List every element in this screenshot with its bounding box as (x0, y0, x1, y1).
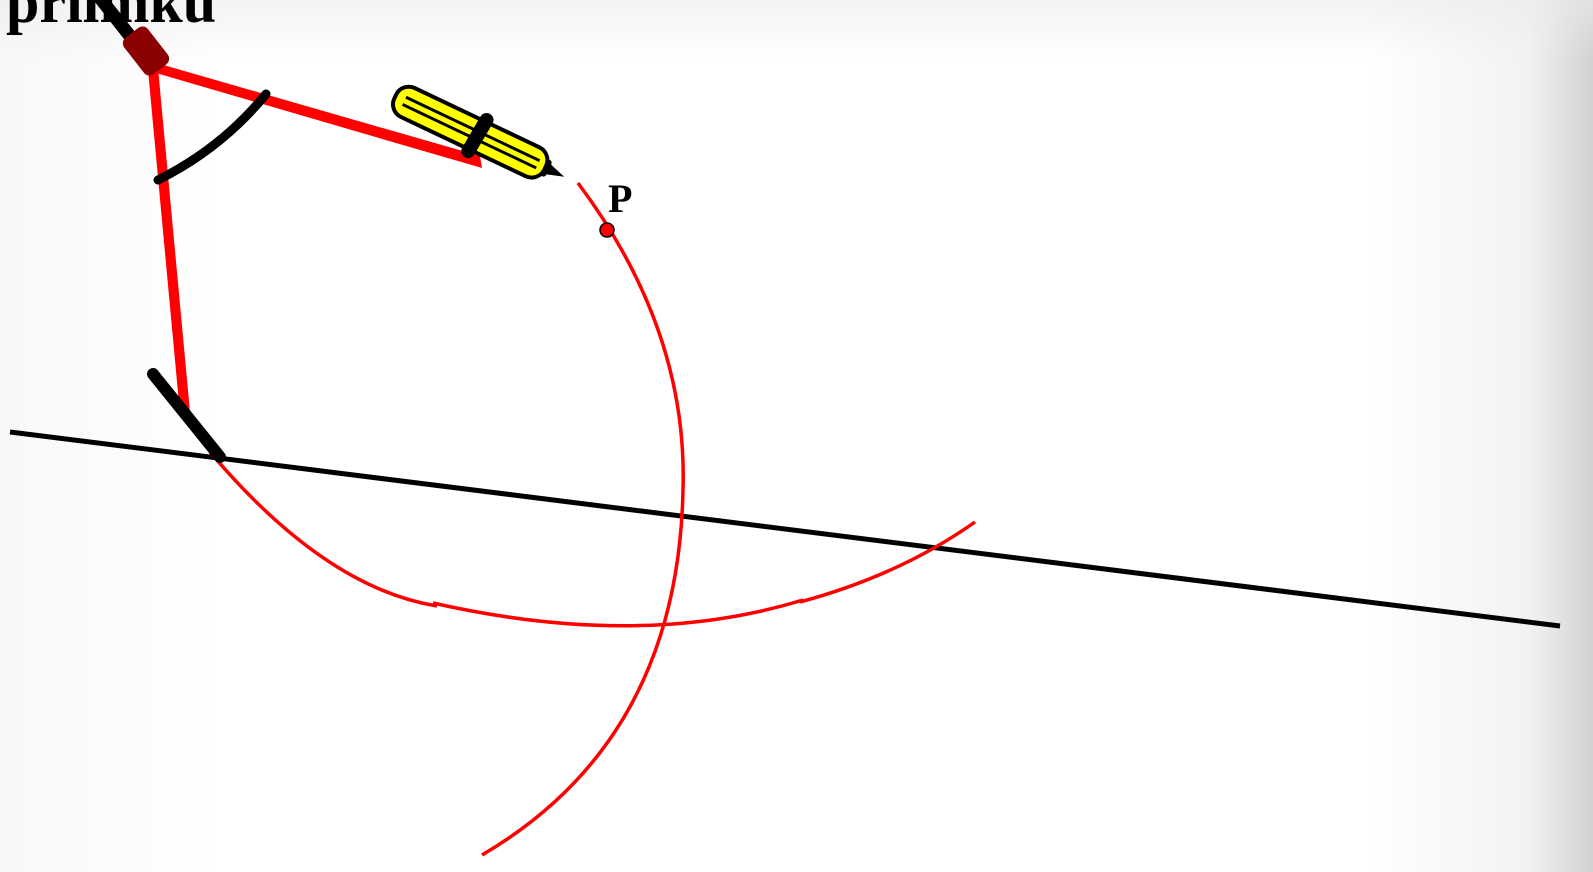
pencil-clamp (461, 113, 494, 159)
compass-icon (93, 0, 482, 463)
compass-needle-tip (203, 436, 222, 460)
arc-through-p (481, 181, 685, 857)
point-p-label: P (608, 176, 632, 221)
pencil-icon (391, 84, 565, 180)
slide-background (0, 0, 1593, 60)
pencil-body (391, 84, 550, 180)
compass-head (122, 26, 170, 76)
point-p (599, 222, 615, 238)
arc-right (799, 520, 977, 604)
arc-below-line (208, 450, 438, 608)
compass-hinge-arc (153, 89, 271, 185)
compass-leg-needle (148, 68, 190, 414)
given-line (9, 429, 1561, 629)
arc-bottom (432, 598, 804, 628)
compass-leg-pencil (153, 62, 482, 168)
